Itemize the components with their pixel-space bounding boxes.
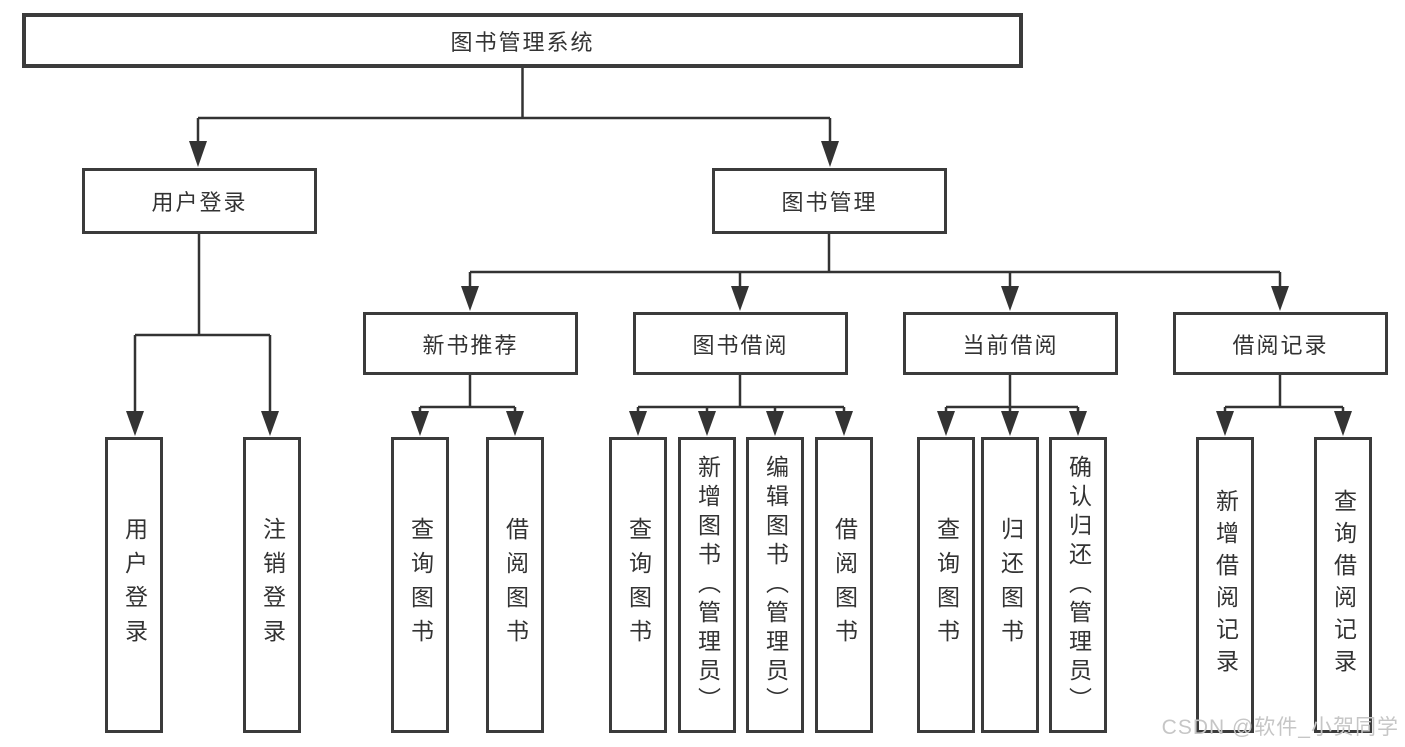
node-label: 借阅记录: [1232, 332, 1329, 358]
node-label: 图书借阅: [692, 332, 789, 358]
node-label: 借阅图书: [831, 517, 858, 653]
node-label: 查询图书: [933, 517, 960, 653]
node-user-login: 用户登录: [82, 168, 317, 234]
node-label: 用户登录: [151, 190, 248, 215]
node-label: 归还图书: [997, 517, 1024, 653]
node-leaf-confirm-return-admin: 确认归还（管理员）: [1049, 437, 1107, 733]
node-leaf-query-borrow-record: 查询借阅记录: [1314, 437, 1372, 733]
node-leaf-return-books: 归还图书: [981, 437, 1039, 733]
node-label: 查询借阅记录: [1330, 489, 1357, 681]
node-label: 当前借阅: [962, 332, 1059, 358]
node-label: 新书推荐: [422, 332, 519, 358]
node-leaf-borrow-books-recommend: 借阅图书: [486, 437, 544, 733]
node-label: 借阅图书: [502, 517, 529, 653]
tree-edges: [133, 68, 1345, 420]
node-label: 图书管理: [781, 190, 878, 215]
node-leaf-query-books-recommend: 查询图书: [391, 437, 449, 733]
node-label: 查询图书: [625, 517, 652, 653]
node-book-borrowing: 图书借阅: [633, 312, 848, 375]
csdn-watermark: CSDN @软件_小贺同学: [1161, 716, 1399, 739]
node-leaf-query-books-borrowing: 查询图书: [609, 437, 667, 733]
node-leaf-borrow-books: 借阅图书: [815, 437, 873, 733]
node-leaf-user-login: 用户登录: [105, 437, 163, 733]
node-label: 查询图书: [407, 517, 434, 653]
node-label: 新增借阅记录: [1212, 489, 1239, 681]
node-label: 新增图书（管理员）: [694, 454, 721, 716]
node-leaf-add-books-admin: 新增图书（管理员）: [678, 437, 736, 733]
node-leaf-edit-books-admin: 编辑图书（管理员）: [746, 437, 804, 733]
node-leaf-logout: 注销登录: [243, 437, 301, 733]
node-label: 确认归还（管理员）: [1065, 454, 1092, 716]
node-leaf-query-books-current: 查询图书: [917, 437, 975, 733]
node-label: 用户登录: [121, 517, 148, 653]
node-new-book-recommend: 新书推荐: [363, 312, 578, 375]
node-book-management: 图书管理: [712, 168, 947, 234]
node-label: 图书管理系统: [450, 29, 595, 55]
node-borrowing-records: 借阅记录: [1173, 312, 1388, 375]
node-label: 编辑图书（管理员）: [762, 454, 789, 716]
arrowhead-icons: [126, 141, 1352, 436]
node-library-management-system: 图书管理系统: [22, 13, 1023, 68]
node-label: 注销登录: [259, 517, 286, 653]
node-leaf-add-borrow-record: 新增借阅记录: [1196, 437, 1254, 733]
node-current-borrowing: 当前借阅: [903, 312, 1118, 375]
